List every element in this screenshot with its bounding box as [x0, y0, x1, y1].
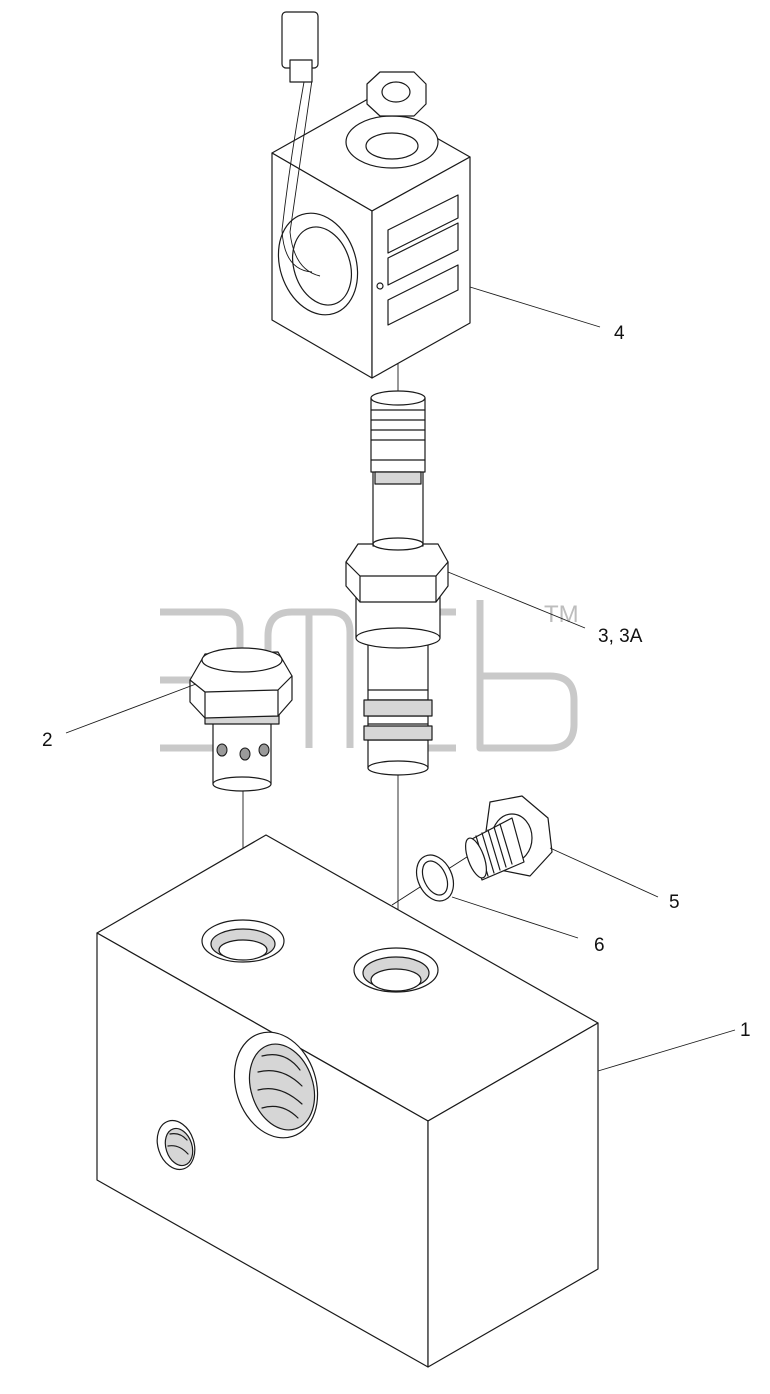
callout-6: 6 — [594, 935, 605, 956]
part-2-cartridge-plug — [189, 647, 293, 792]
part-3-valve-cartridge — [345, 390, 449, 776]
callout-5: 5 — [669, 892, 680, 913]
part-6-o-ring — [415, 854, 455, 902]
leader-lines — [65, 286, 736, 1072]
part-1-manifold-block — [96, 834, 599, 1368]
watermark-tm: TM — [544, 601, 579, 628]
callout-1: 1 — [740, 1020, 751, 1041]
part-5-plug — [465, 795, 553, 881]
callout-2: 2 — [42, 730, 53, 751]
callouts: 1 2 3, 3A 4 5 6 — [42, 323, 751, 1041]
part-4-solenoid-coil — [271, 11, 471, 379]
callout-4: 4 — [614, 323, 625, 344]
callout-3: 3, 3A — [598, 626, 643, 647]
